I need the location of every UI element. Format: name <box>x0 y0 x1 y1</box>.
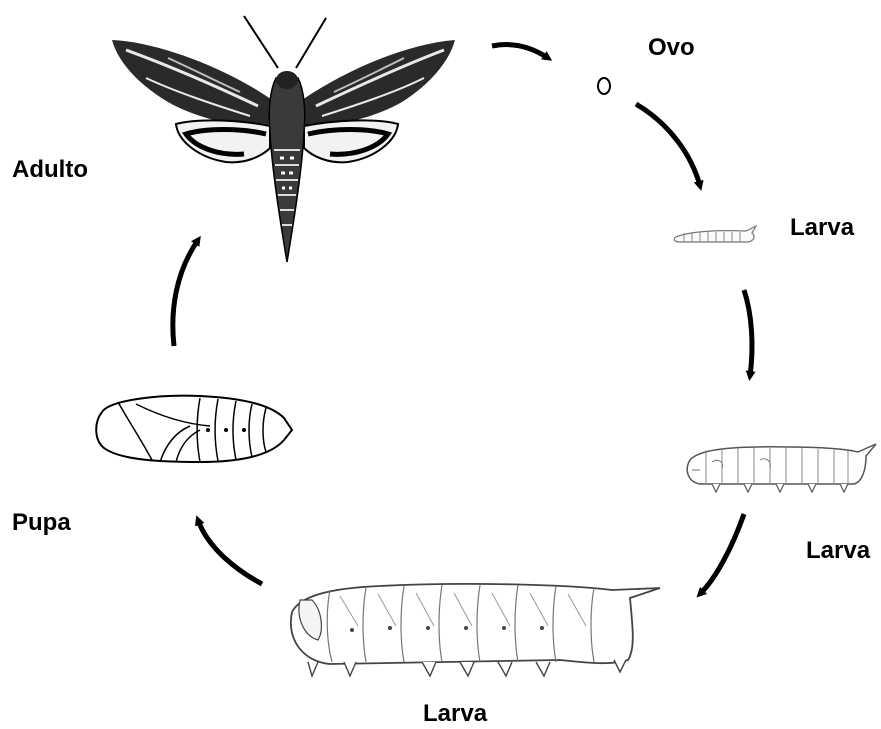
label-larva-medium: Larva <box>806 537 870 565</box>
label-larva-small: Larva <box>790 214 854 242</box>
egg-illustration <box>598 78 610 94</box>
label-adult: Adulto <box>12 156 88 184</box>
arrow-egg-to-larva <box>636 104 700 186</box>
larva-medium-illustration <box>687 444 876 492</box>
arrow-larva-to-large-larva <box>700 514 744 594</box>
arrow-pupa-to-adult <box>173 240 198 346</box>
arrow-larva-to-larva <box>744 290 752 376</box>
larva-small-illustration <box>674 226 756 242</box>
larva-large-illustration <box>291 584 660 676</box>
label-larva-large: Larva <box>423 700 487 728</box>
pupa-illustration <box>96 396 292 462</box>
arrow-adult-to-egg <box>492 45 548 59</box>
arrow-larva-to-pupa <box>198 520 262 584</box>
label-egg: Ovo <box>648 34 695 62</box>
label-pupa: Pupa <box>12 509 71 537</box>
adult-moth-illustration <box>112 16 455 262</box>
